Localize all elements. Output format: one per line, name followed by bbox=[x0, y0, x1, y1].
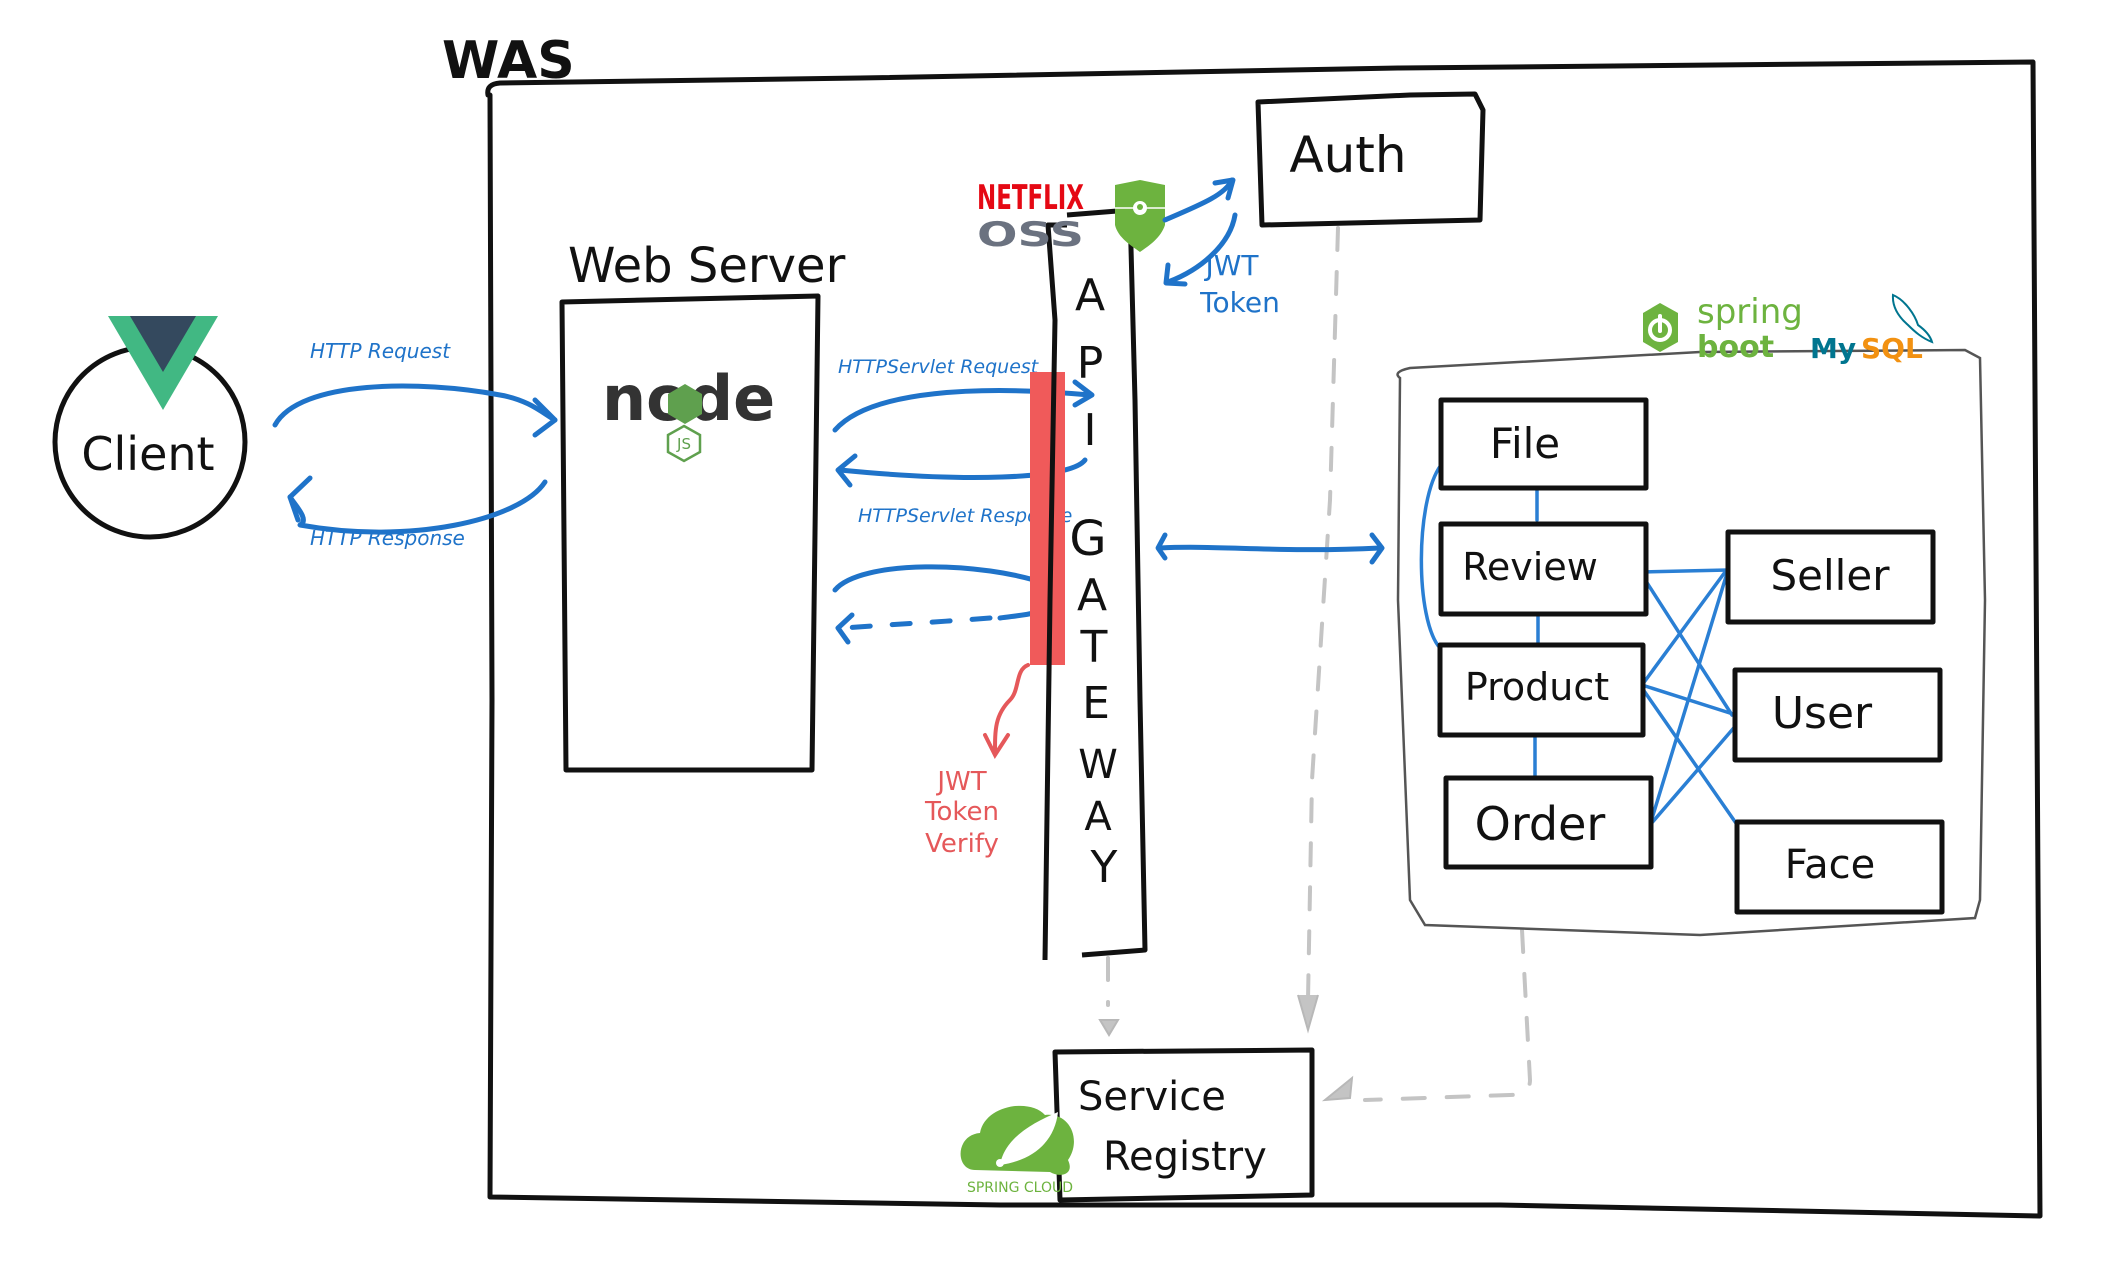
auth-token-arrowhead bbox=[1163, 262, 1188, 287]
service-registry-label: Service Registry bbox=[1078, 1074, 1267, 1180]
svg-text:Service: Service bbox=[1078, 1074, 1226, 1120]
mysql-logo-icon: My SQL bbox=[1810, 293, 1934, 365]
auth-box[interactable] bbox=[1255, 91, 1486, 228]
auth-request-arrowhead bbox=[1212, 177, 1236, 201]
svg-text:A: A bbox=[1077, 570, 1107, 621]
svg-text:A: A bbox=[1075, 270, 1105, 321]
servlet-request-label: HTTPServlet Request bbox=[838, 356, 1040, 378]
svg-text:SQL: SQL bbox=[1861, 332, 1923, 365]
svg-text:A: A bbox=[1084, 794, 1112, 840]
svg-text:W: W bbox=[1078, 742, 1118, 788]
gateway-services-arrowhead-left bbox=[1155, 532, 1168, 561]
servlet-request-arrowhead bbox=[1072, 379, 1095, 408]
svg-text:Token: Token bbox=[1199, 286, 1280, 319]
jwt-verify-arrowhead bbox=[983, 733, 1010, 760]
svg-text:Registry: Registry bbox=[1103, 1134, 1267, 1180]
svg-text:Verify: Verify bbox=[925, 829, 999, 859]
vue-logo-icon bbox=[108, 316, 218, 410]
auth-request-arrow bbox=[1162, 177, 1235, 223]
jwt-verify-arrow bbox=[993, 663, 1030, 754]
http-response-arrow bbox=[287, 479, 548, 535]
servlet-response-arrowhead bbox=[835, 453, 858, 488]
gateway-services-arrow bbox=[1157, 544, 1383, 553]
svg-text:JWT: JWT bbox=[935, 767, 986, 797]
svg-text:P: P bbox=[1077, 338, 1104, 389]
gateway-registry-arrowhead bbox=[1098, 1019, 1120, 1037]
spring-boot-logo-icon: spring boot bbox=[1643, 292, 1803, 365]
http-response-arrowhead bbox=[287, 475, 313, 523]
service-user[interactable]: User bbox=[1732, 667, 1943, 763]
svg-text:JWT: JWT bbox=[1203, 249, 1259, 282]
servlet-response-arrow bbox=[837, 457, 1088, 480]
svg-text:E: E bbox=[1082, 678, 1110, 729]
svg-text:My: My bbox=[1810, 332, 1856, 365]
web-server-box[interactable] bbox=[559, 293, 821, 773]
auth-to-registry-dashed bbox=[1306, 226, 1340, 1002]
jwt-verify-label: JWT Token Verify bbox=[924, 767, 999, 859]
nodejs-logo-icon: node JS bbox=[602, 362, 775, 463]
svg-text:SPRING CLOUD: SPRING CLOUD bbox=[967, 1180, 1073, 1196]
http-request-arrowhead bbox=[532, 397, 558, 438]
svg-text:spring: spring bbox=[1697, 292, 1803, 332]
svg-text:Review: Review bbox=[1462, 545, 1598, 589]
service-face[interactable]: Face bbox=[1734, 819, 1945, 915]
svg-text:JS: JS bbox=[676, 435, 691, 453]
jwt-token-label: JWT Token bbox=[1199, 249, 1280, 319]
auth-token-arrow bbox=[1165, 212, 1238, 285]
client-node[interactable]: Client bbox=[52, 316, 248, 540]
client-label: Client bbox=[81, 427, 214, 481]
auth-label: Auth bbox=[1289, 126, 1406, 184]
service-file[interactable]: File bbox=[1438, 397, 1649, 491]
servlet-async-response-dashed bbox=[842, 615, 993, 631]
spring-cloud-logo-icon: SPRING CLOUD bbox=[960, 1105, 1074, 1196]
svg-text:I: I bbox=[1084, 405, 1097, 456]
security-shield-icon bbox=[1115, 180, 1165, 252]
svg-text:Seller: Seller bbox=[1771, 551, 1891, 600]
http-request-arrow bbox=[272, 383, 558, 428]
svg-text:Order: Order bbox=[1475, 797, 1606, 851]
auth-registry-arrowhead bbox=[1297, 994, 1319, 1034]
service-connections bbox=[1419, 463, 1740, 828]
svg-text:Face: Face bbox=[1785, 842, 1875, 888]
service-seller[interactable]: Seller bbox=[1725, 529, 1936, 625]
was-frame bbox=[485, 59, 2043, 1219]
netflix-oss-logo-icon: NETFLIX OSS bbox=[977, 178, 1084, 255]
web-server-label: Web Server bbox=[568, 238, 846, 294]
http-request-label: HTTP Request bbox=[310, 339, 451, 363]
gateway-services-arrowhead-right bbox=[1369, 532, 1385, 565]
http-response-label: HTTP Response bbox=[310, 526, 465, 550]
svg-text:Y: Y bbox=[1090, 842, 1118, 893]
service-review[interactable]: Review bbox=[1438, 521, 1649, 617]
svg-text:boot: boot bbox=[1697, 330, 1774, 365]
svg-text:T: T bbox=[1080, 622, 1108, 673]
servlet-second-request-arrow bbox=[832, 564, 1053, 593]
svg-text:File: File bbox=[1490, 419, 1560, 468]
svg-text:Product: Product bbox=[1465, 665, 1609, 709]
api-gateway-label: A P I G A T E W A Y bbox=[1069, 270, 1117, 893]
services-registry-arrowhead bbox=[1321, 1075, 1354, 1102]
svg-text:User: User bbox=[1772, 688, 1873, 739]
svg-text:G: G bbox=[1069, 511, 1106, 567]
svg-text:OSS: OSS bbox=[977, 215, 1084, 255]
service-order[interactable]: Order bbox=[1443, 775, 1654, 870]
service-product[interactable]: Product bbox=[1437, 642, 1646, 738]
was-label: WAS bbox=[442, 31, 575, 91]
svg-text:NETFLIX: NETFLIX bbox=[977, 178, 1084, 218]
servlet-async-arrowhead bbox=[835, 612, 855, 645]
svg-text:Token: Token bbox=[924, 797, 999, 827]
servlet-response-label: HTTPServlet Response bbox=[858, 505, 1072, 527]
services-to-registry-dashed bbox=[1363, 928, 1533, 1102]
